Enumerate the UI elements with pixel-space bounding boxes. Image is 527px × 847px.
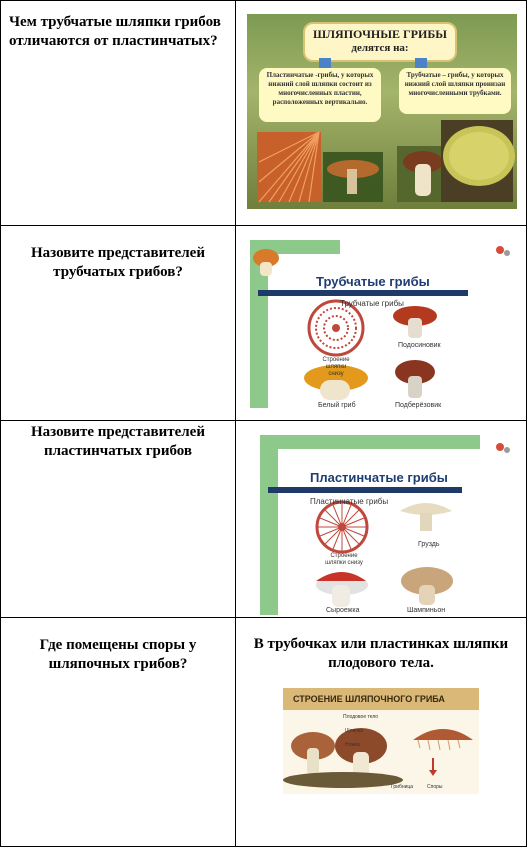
structure-label: Плодовое тело — [343, 714, 379, 720]
slide-mushroom-structure: СТРОЕНИЕ ШЛЯПОЧНОГО ГРИБА — [283, 688, 479, 794]
question-text: Чем трубчатые шляпки грибов отличаются о… — [9, 14, 221, 49]
image-cell: ШЛЯПОЧНЫЕ ГРИБЫ делятся на: Пластинчатые… — [236, 1, 526, 225]
question-text: Назовите представителей трубчатых грибов… — [31, 245, 205, 280]
question-cell: Назовите представителей пластинчатых гри… — [1, 421, 236, 617]
table-row: Назовите представителей пластинчатых гри… — [1, 421, 526, 618]
mushroom-caption: Сыроежка — [326, 607, 360, 614]
question-text: Где помещены споры у шляпочных грибов? — [39, 637, 197, 672]
question-cell: Назовите представителей трубчатых грибов… — [1, 226, 236, 420]
mushroom-caption: Шампиньон — [407, 607, 446, 614]
slide-header-bar — [283, 688, 479, 710]
slide-title: Пластинчатые грибы — [310, 470, 448, 485]
image-cell: Пластинчатые грибы Пластинчатые грибы Ст… — [236, 421, 526, 617]
slide-title: Трубчатые грибы — [316, 274, 430, 289]
slide-subtitle: Трубчатые грибы — [340, 299, 404, 308]
boletus-photo — [397, 146, 449, 202]
plate-description: Пластинчатые -грибы, у которых нижний сл… — [266, 71, 374, 106]
structure-label: Грибница — [391, 784, 414, 790]
slide-tube-mushrooms: Трубчатые грибы Трубчатые грибы Строение… — [250, 240, 520, 420]
mushroom-caption: Белый гриб — [318, 402, 356, 409]
answer-text: В трубочках или пластинках шляпки плодов… — [253, 636, 509, 671]
slide-photos — [257, 120, 515, 203]
table-row: Где помещены споры у шляпочных грибов? В… — [1, 618, 526, 846]
question-text: Назовите представителей пластинчатых гри… — [31, 424, 205, 459]
mushroom-caption: Строение шляпки снизу — [322, 357, 350, 377]
slide-tube-graphics — [250, 240, 510, 408]
slide-mushroom-types: ШЛЯПОЧНЫЕ ГРИБЫ делятся на: Пластинчатые… — [247, 14, 517, 209]
structure-label: Споры — [427, 784, 443, 790]
plate-mushroom-photo — [323, 152, 383, 202]
slide-structure-graphics — [283, 728, 473, 788]
slide-plate-mushrooms: Пластинчатые грибы Пластинчатые грибы Ст… — [260, 435, 524, 615]
slide-subtitle: делятся на: — [351, 42, 409, 54]
plate-description-box: Пластинчатые -грибы, у которых нижний сл… — [259, 68, 381, 122]
tube-description: Трубчатые – грибы, у которых нижний слой… — [404, 71, 506, 97]
question-cell: Чем трубчатые шляпки грибов отличаются о… — [1, 1, 236, 225]
structure-label: Шляпка — [345, 728, 363, 734]
gills-photo — [257, 131, 321, 203]
mushroom-caption: Груздь — [418, 541, 440, 548]
slide-title-box: ШЛЯПОЧНЫЕ ГРИБЫ делятся на: — [303, 22, 457, 62]
table-row: Назовите представителей трубчатых грибов… — [1, 226, 526, 421]
answer-cell: В трубочках или пластинках шляпки плодов… — [236, 618, 526, 846]
structure-label: Ножка — [345, 742, 360, 748]
question-cell: Где помещены споры у шляпочных грибов? — [1, 618, 236, 846]
slide-plate-graphics — [260, 435, 510, 615]
tubes-photo — [441, 120, 515, 202]
slide-title: СТРОЕНИЕ ШЛЯПОЧНОГО ГРИБА — [293, 694, 445, 704]
table-row: Чем трубчатые шляпки грибов отличаются о… — [1, 1, 526, 226]
tube-description-box: Трубчатые – грибы, у которых нижний слой… — [399, 68, 511, 114]
slide-title: ШЛЯПОЧНЫЕ ГРИБЫ — [312, 27, 448, 41]
mushroom-caption: Подберёзовик — [395, 402, 442, 409]
mushroom-caption: Строение шляпки снизу — [325, 553, 363, 566]
image-cell: Трубчатые грибы Трубчатые грибы Строение… — [236, 226, 526, 420]
slide-subtitle: Пластинчатые грибы — [310, 497, 389, 506]
mushroom-caption: Подосиновик — [398, 342, 441, 349]
